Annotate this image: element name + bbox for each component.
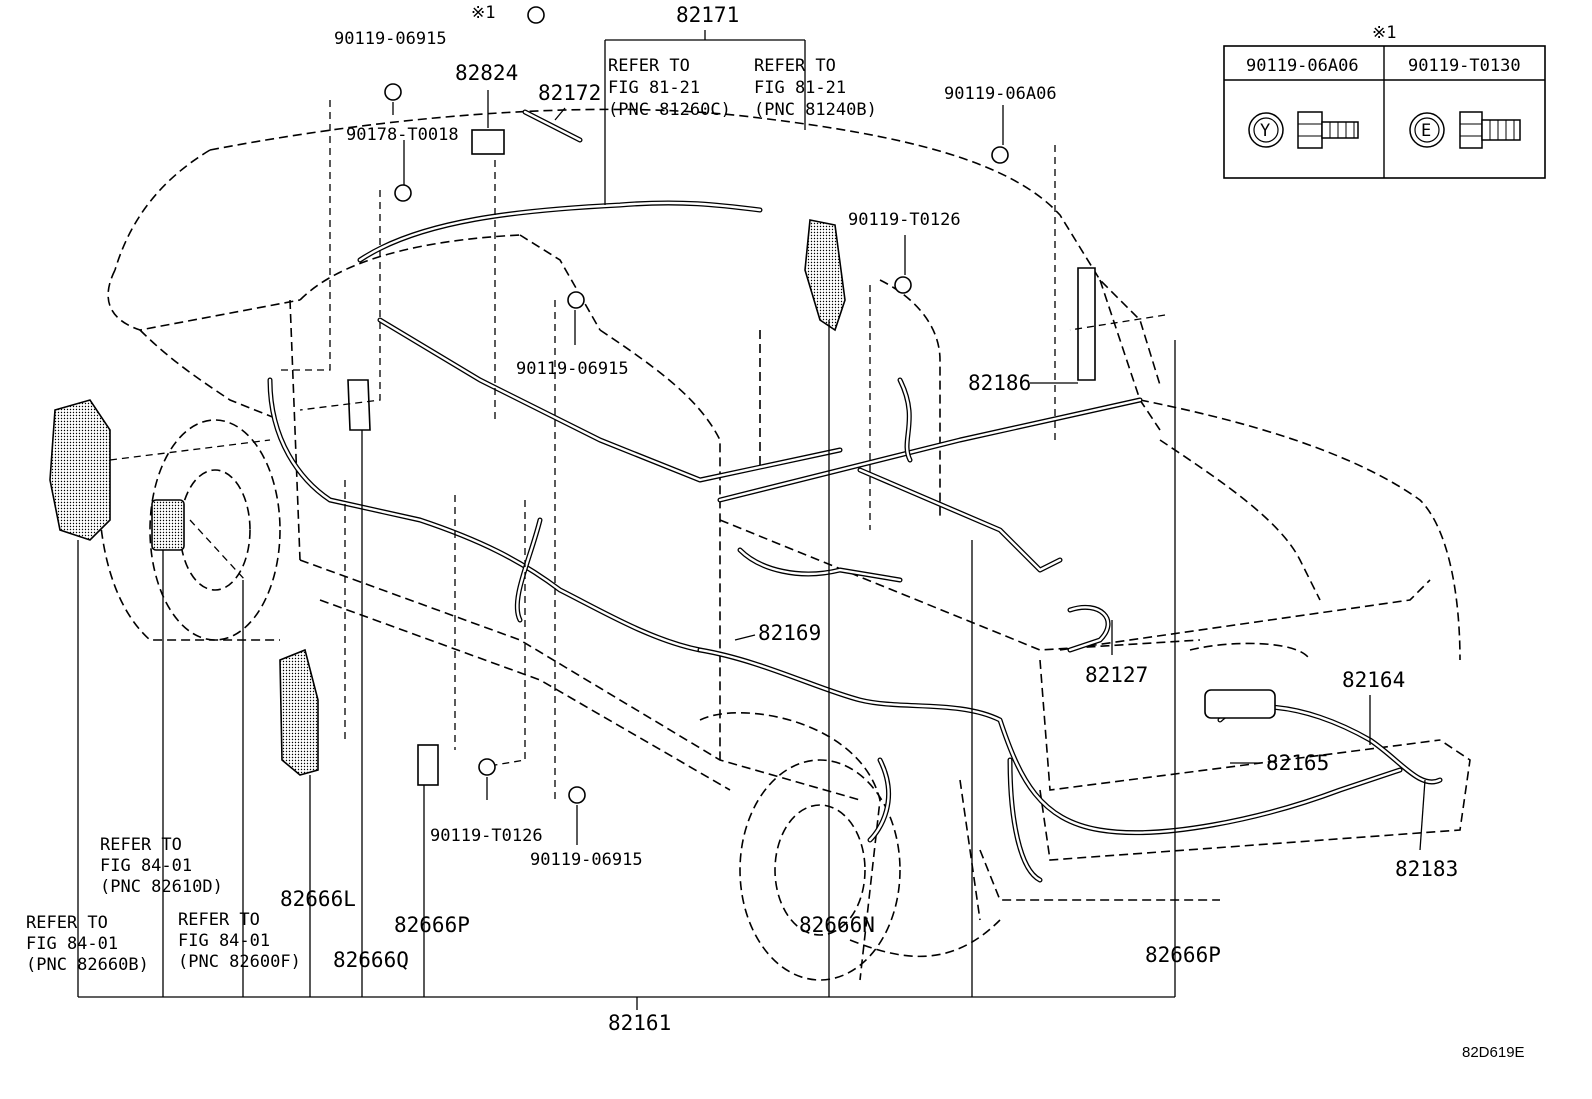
refer-note-81240b: REFER TO FIG 81-21 (PNC 81240B) [754,56,877,120]
label-90119-06915-bottom: 90119-06915 [530,850,643,870]
label-82666P-right: 82666P [1145,943,1221,967]
refer-note-82610d: REFER TO FIG 84-01 (PNC 82610D) [100,835,223,897]
module-82610d [151,499,185,551]
refer-note-82600f-line2: FIG 84-01 [178,931,270,951]
refer-note-82660b: REFER TO FIG 84-01 (PNC 82660B) [26,913,149,975]
label-82171: 82171 [676,3,739,27]
label-82666L: 82666L [280,887,356,911]
label-90119-t0126-bottom: 90119-T0126 [430,826,543,846]
diagram-id-code: 82D619E [1462,1044,1525,1061]
refer-note-81240b-line1: REFER TO [754,56,836,76]
legend-header-06a06: 90119-06A06 [1246,56,1359,76]
legend-note-mark: ※1 [1372,23,1396,43]
vehicle-body-outline [98,108,1471,981]
refer-note-82660b-line3: (PNC 82660B) [26,955,149,975]
label-82127: 82127 [1085,663,1148,687]
bracket-82666Q [347,379,371,431]
refer-note-81240b-line2: FIG 81-21 [754,78,846,98]
part-labels: 82171 90119-06915 ※1 82824 82172 90178-T… [26,3,1525,1061]
relay-box-82824 [471,129,505,155]
tailgate-handle [1204,689,1276,719]
bolt-y-letter: Y [1260,121,1270,141]
note-mark-1: ※1 [471,3,495,23]
wire-harness-paths [267,200,1443,883]
legend-header-t0130: 90119-T0130 [1408,56,1521,76]
refer-note-81240b-line3: (PNC 81240B) [754,100,877,120]
refer-note-81260c: REFER TO FIG 81-21 (PNC 81260C) [608,56,731,120]
refer-note-82660b-line2: FIG 84-01 [26,934,118,954]
refer-note-82610d-line2: FIG 84-01 [100,856,192,876]
components [49,6,1276,804]
label-82169: 82169 [758,621,821,645]
label-82165: 82165 [1266,751,1329,775]
refer-note-81260c-line2: FIG 81-21 [608,78,700,98]
leader-lines [77,30,1426,1010]
refer-note-82600f-line1: REFER TO [178,910,260,930]
connector-82666P [417,744,439,786]
bolt-y-icon: Y [1248,111,1359,149]
label-82666N: 82666N [799,913,875,937]
label-90119-06915-mid: 90119-06915 [516,359,629,379]
bracket-b-pillar [804,219,846,332]
label-82186: 82186 [968,371,1031,395]
label-82161: 82161 [608,1011,671,1035]
refer-note-82610d-line1: REFER TO [100,835,182,855]
label-90119-06915-top: 90119-06915 [334,29,447,49]
label-82666Q: 82666Q [333,948,409,972]
label-82172: 82172 [538,81,601,105]
label-90119-06a06: 90119-06A06 [944,84,1057,104]
bolt-e-letter: E [1421,121,1431,141]
label-82164: 82164 [1342,668,1405,692]
bracket-82186 [1077,267,1096,381]
label-82666P-left: 82666P [394,913,470,937]
bolt-legend-table: ※1 90119-06A06 90119-T0130 Y E [1223,23,1546,179]
bracket-82666L [279,648,319,776]
label-82183: 82183 [1395,857,1458,881]
label-82824: 82824 [455,61,518,85]
label-90178-t0018: 90178-T0018 [346,125,459,145]
refer-note-82600f: REFER TO FIG 84-01 (PNC 82600F) [178,910,301,972]
refer-note-82610d-line3: (PNC 82610D) [100,877,223,897]
refer-note-81260c-line3: (PNC 81260C) [608,100,731,120]
bolt-e-icon: E [1409,111,1521,149]
front-ecu-bracket [49,399,111,541]
refer-note-81260c-line1: REFER TO [608,56,690,76]
refer-note-82600f-line3: (PNC 82600F) [178,952,301,972]
refer-note-82660b-line1: REFER TO [26,913,108,933]
label-90119-t0126-top: 90119-T0126 [848,210,961,230]
bolt-icons [384,6,1009,804]
